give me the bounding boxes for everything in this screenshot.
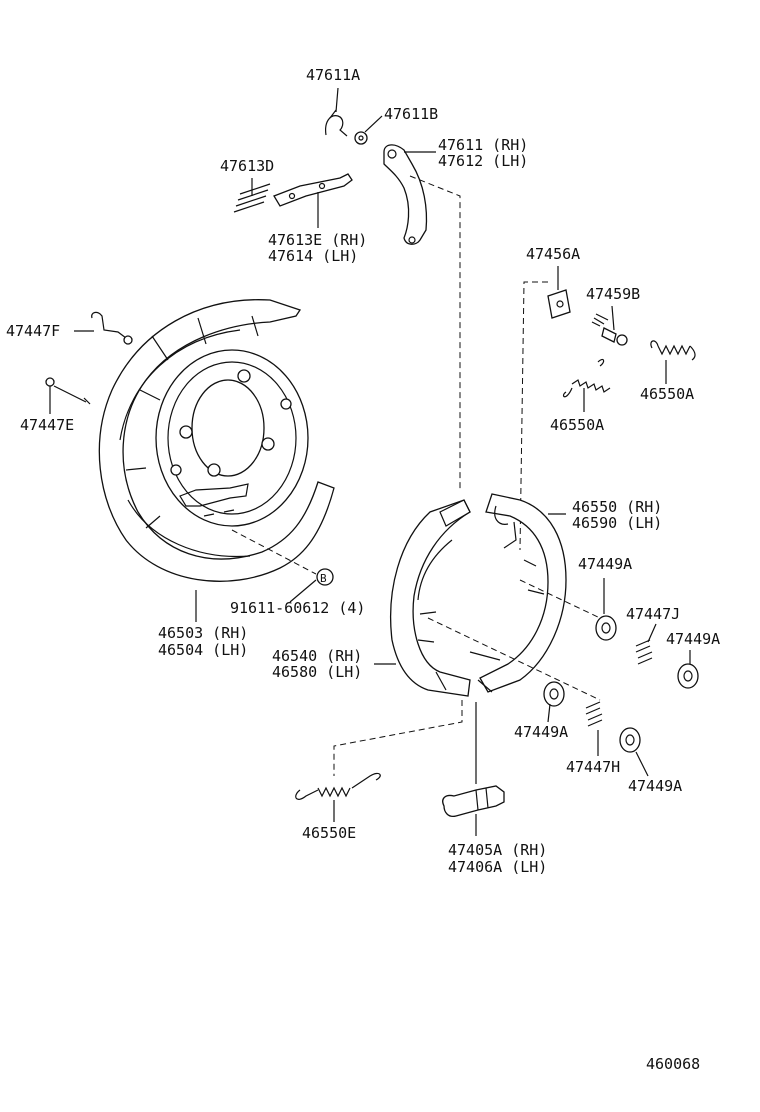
backing-plate-46503	[98, 299, 335, 622]
label-47447j: 47447J	[626, 605, 680, 623]
adjuster-47405a	[442, 702, 505, 836]
bolt-91611	[231, 529, 334, 603]
spring-46550a-upper	[650, 340, 696, 384]
label-91611: 91611-60612 (4)	[230, 599, 365, 617]
spring-47447h	[585, 701, 603, 756]
cup-47449a-1	[595, 578, 617, 641]
label-46550a-2: 46550A	[550, 416, 604, 434]
label-47405a-rh: 47405A (RH)	[448, 841, 547, 859]
label-47447e: 47447E	[20, 416, 74, 434]
guide-line-rear	[519, 579, 601, 619]
cup-47449a-4	[619, 727, 649, 777]
label-47612-lh: 47612 (LH)	[438, 152, 528, 170]
label-47614-lh: 47614 (LH)	[268, 247, 358, 265]
cup-47449a-2	[677, 650, 699, 689]
spring-47447j	[635, 623, 657, 665]
brake-shoe-front-46540	[374, 499, 471, 697]
cable-guide-47447f	[74, 311, 133, 345]
label-46504-lh: 46504 (LH)	[158, 641, 248, 659]
label-46580-lh: 46580 (LH)	[272, 663, 362, 681]
callout-b: B	[320, 572, 327, 585]
pin-47447e	[45, 377, 91, 414]
label-47406a-lh: 47406A (LH)	[448, 858, 547, 876]
label-46503-rh: 46503 (RH)	[158, 624, 248, 642]
label-47459b: 47459B	[586, 285, 640, 303]
label-46550e: 46550E	[302, 824, 356, 842]
spring-46550e	[295, 700, 463, 822]
washer-47611b	[354, 115, 383, 145]
brake-shoe-rear-46550	[469, 493, 567, 693]
lever-clip-47611a	[325, 87, 348, 137]
cup-47449a-3	[543, 681, 565, 723]
label-47449a-4: 47449A	[628, 777, 682, 795]
label-47447h: 47447H	[566, 758, 620, 776]
label-47611a: 47611A	[306, 66, 360, 84]
label-46550a-1: 46550A	[640, 385, 694, 403]
strut-47613e	[273, 173, 353, 228]
label-47456a: 47456A	[526, 245, 580, 263]
adjuster-47459b	[591, 305, 628, 346]
label-47449a-3: 47449A	[514, 723, 568, 741]
guide-line-front	[427, 617, 601, 701]
spring-46550a-lower	[562, 358, 611, 412]
label-46590-lh: 46590 (LH)	[572, 514, 662, 532]
diagram-number: 460068	[646, 1055, 700, 1073]
label-47611b: 47611B	[384, 105, 438, 123]
clip-47456a	[519, 266, 571, 551]
label-47449a-1: 47449A	[578, 555, 632, 573]
label-46550-rh: 46550 (RH)	[572, 498, 662, 516]
label-47611-rh: 47611 (RH)	[438, 136, 528, 154]
label-47447f: 47447F	[6, 322, 60, 340]
label-46540-rh: 46540 (RH)	[272, 647, 362, 665]
parking-lever-47611	[383, 144, 461, 490]
spring-47613d	[233, 178, 271, 213]
label-47449a-2: 47449A	[666, 630, 720, 648]
label-47613d: 47613D	[220, 157, 274, 175]
label-47613e-rh: 47613E (RH)	[268, 231, 367, 249]
